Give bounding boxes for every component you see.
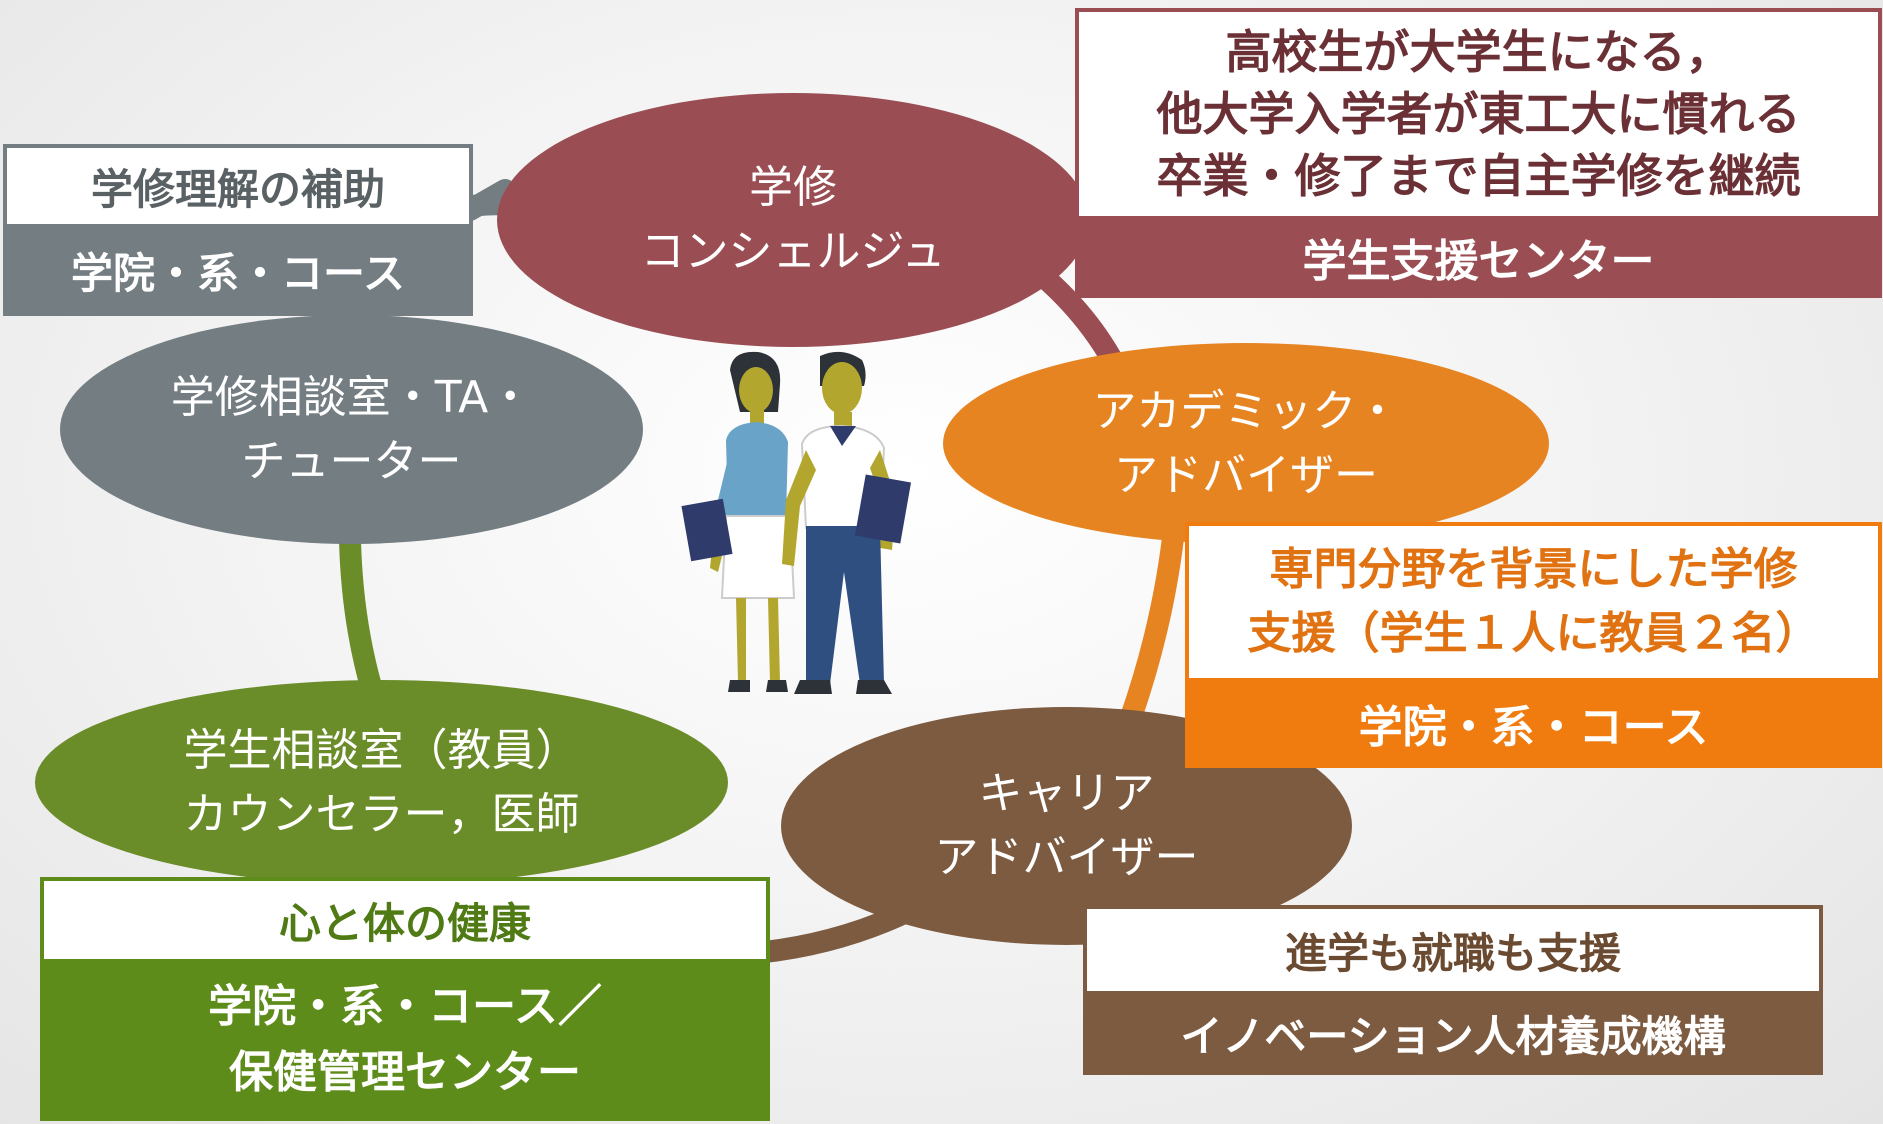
counseling-label: 学生相談室（教員） カウンセラー，医師 (183, 724, 580, 840)
academic-advisor-description: 専門分野を背景にした学修 支援（学生１人に教員２名） (1185, 522, 1882, 678)
concierge-label: 学修 コンシェルジュ (640, 162, 946, 277)
learning-help-description: 学修理解の補助 (3, 144, 473, 224)
health-description: 心と体の健康 (40, 877, 770, 959)
concierge-node: 学修 コンシェルジュ (497, 93, 1089, 347)
academic-advisor-node: アカデミック・ アドバイザー (943, 343, 1549, 544)
support-center-description: 高校生が大学生になる， 他大学入学者が東工大に慣れる 卒業・修了まで自主学修を継… (1075, 8, 1882, 216)
counseling-node: 学生相談室（教員） カウンセラー，医師 (35, 680, 728, 885)
tutor-node: 学修相談室・TA・ チューター (60, 315, 643, 544)
career-support-org: イノベーション人材養成機構 (1083, 991, 1823, 1075)
career-advisor-label: キャリア アドバイザー (934, 768, 1199, 883)
academic-advisor-label: アカデミック・ アドバイザー (1092, 385, 1400, 501)
academic-advisor-org: 学院・系・コース (1185, 678, 1882, 768)
learning-help-org: 学院・系・コース (3, 224, 473, 316)
health-org: 学院・系・コース／ 保健管理センター (40, 959, 770, 1121)
career-support-description: 進学も就職も支援 (1083, 905, 1823, 991)
tutor-label: 学修相談室・TA・ チューター (170, 371, 533, 487)
support-center-org: 学生支援センター (1075, 216, 1882, 298)
students-icon (681, 351, 912, 694)
